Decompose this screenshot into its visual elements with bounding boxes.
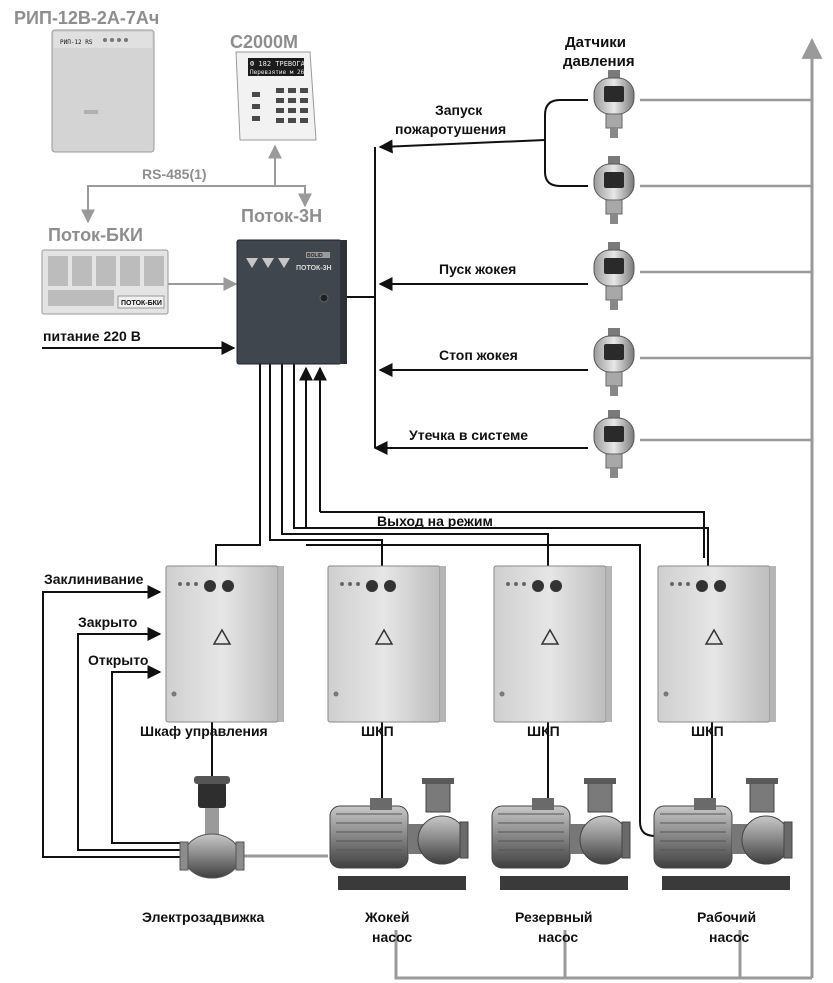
jockey-pump-label-line1: Жокей bbox=[364, 909, 409, 925]
opened-label: Открыто bbox=[88, 652, 148, 668]
potok-to-shkp1 bbox=[269, 364, 383, 566]
potok-to-shkp3 bbox=[293, 364, 709, 566]
launch-branch-upper bbox=[544, 99, 588, 116]
potok-3n-title: Поток-3Н bbox=[241, 206, 322, 226]
closed-label: Закрыто bbox=[78, 614, 137, 630]
potok-bki-title: Поток-БКИ bbox=[48, 225, 143, 245]
leak-label: Утечка в системе bbox=[409, 427, 528, 443]
shkp-cabinet bbox=[657, 565, 776, 723]
control-cabinet-label: Шкаф управления bbox=[140, 723, 268, 739]
jammed-line bbox=[42, 585, 183, 858]
rip-title: РИП-12В-2А-7Ач bbox=[14, 8, 159, 28]
sensors-title-line1: Датчики bbox=[565, 34, 626, 51]
potok-bki-panel-text: ПОТОК-БКИ bbox=[121, 300, 162, 307]
launch-branch-lower bbox=[544, 115, 588, 187]
rs485-label: RS-485(1) bbox=[142, 166, 207, 182]
jockey-stop-label: Стоп жокея bbox=[439, 347, 518, 363]
jockey-start-label: Пуск жокея bbox=[439, 261, 516, 277]
opened-line bbox=[111, 665, 183, 844]
sensors-title-line2: давления bbox=[563, 53, 635, 70]
output-mode-line bbox=[320, 511, 705, 558]
main-pump-label-line2: насос bbox=[709, 929, 749, 945]
rip-panel-text: РИП-12 RS bbox=[60, 39, 93, 46]
rip-device: РИП-12 RS bbox=[51, 29, 155, 153]
pumps bbox=[329, 778, 793, 890]
s2000m-display-line1: Ф 182 ТРЕВОГА bbox=[250, 60, 306, 68]
pump bbox=[653, 778, 793, 890]
closed-line bbox=[77, 627, 183, 851]
main-pump-label-line1: Рабочий bbox=[697, 909, 756, 925]
reserve-pump-label-line2: насос bbox=[538, 929, 578, 945]
wiring bbox=[42, 37, 823, 980]
potok-to-shkp2 bbox=[281, 364, 549, 566]
shkp1-label: ШКП bbox=[361, 723, 394, 739]
water-pipe-bottom bbox=[394, 930, 812, 980]
potok-3n-device: BOLID ПОТОК-3Н bbox=[236, 239, 347, 365]
jammed-label: Заклинивание bbox=[44, 571, 144, 587]
shkp-cabinet bbox=[327, 565, 446, 723]
power-label: питание 220 В bbox=[43, 328, 141, 344]
valve-label: Электрозадвижка bbox=[142, 909, 264, 925]
potok-to-control-cabinet bbox=[215, 364, 261, 566]
jockey-pump-label-line2: насос bbox=[372, 929, 412, 945]
launch-label-line2: пожаротушения bbox=[395, 121, 506, 137]
s2000m-device: Ф 182 ТРЕВОГА Перевзятие м 26 bbox=[235, 51, 317, 141]
potok-bki-device: ПОТОК-БКИ bbox=[41, 249, 169, 315]
reserve-pump-label-line1: Резервный bbox=[515, 909, 593, 925]
pump bbox=[329, 778, 469, 890]
shkp-cabinet bbox=[493, 565, 612, 723]
pressure-sensor bbox=[593, 70, 635, 138]
control-cabinet bbox=[165, 565, 284, 723]
pressure-sensor bbox=[593, 156, 635, 224]
s2000m-display-line2: Перевзятие м 26 bbox=[250, 69, 305, 76]
s2000m-title: С2000М bbox=[230, 32, 298, 52]
cabinets bbox=[165, 565, 776, 723]
shkp2-label: ШКП bbox=[527, 723, 560, 739]
shkp3-label: ШКП bbox=[691, 723, 724, 739]
potok-3n-bolid: BOLID bbox=[307, 253, 323, 259]
output-mode-label: Выход на режим bbox=[377, 513, 493, 529]
potok-3n-panel-text: ПОТОК-3Н bbox=[296, 265, 332, 272]
pressure-sensor bbox=[593, 242, 635, 310]
pump bbox=[491, 778, 631, 890]
launch-line bbox=[378, 139, 546, 154]
launch-label-line1: Запуск bbox=[435, 102, 483, 118]
pressure-sensor bbox=[593, 328, 635, 396]
electric-valve bbox=[179, 776, 245, 879]
pressure-sensors bbox=[593, 70, 635, 478]
pressure-sensor bbox=[593, 410, 635, 478]
